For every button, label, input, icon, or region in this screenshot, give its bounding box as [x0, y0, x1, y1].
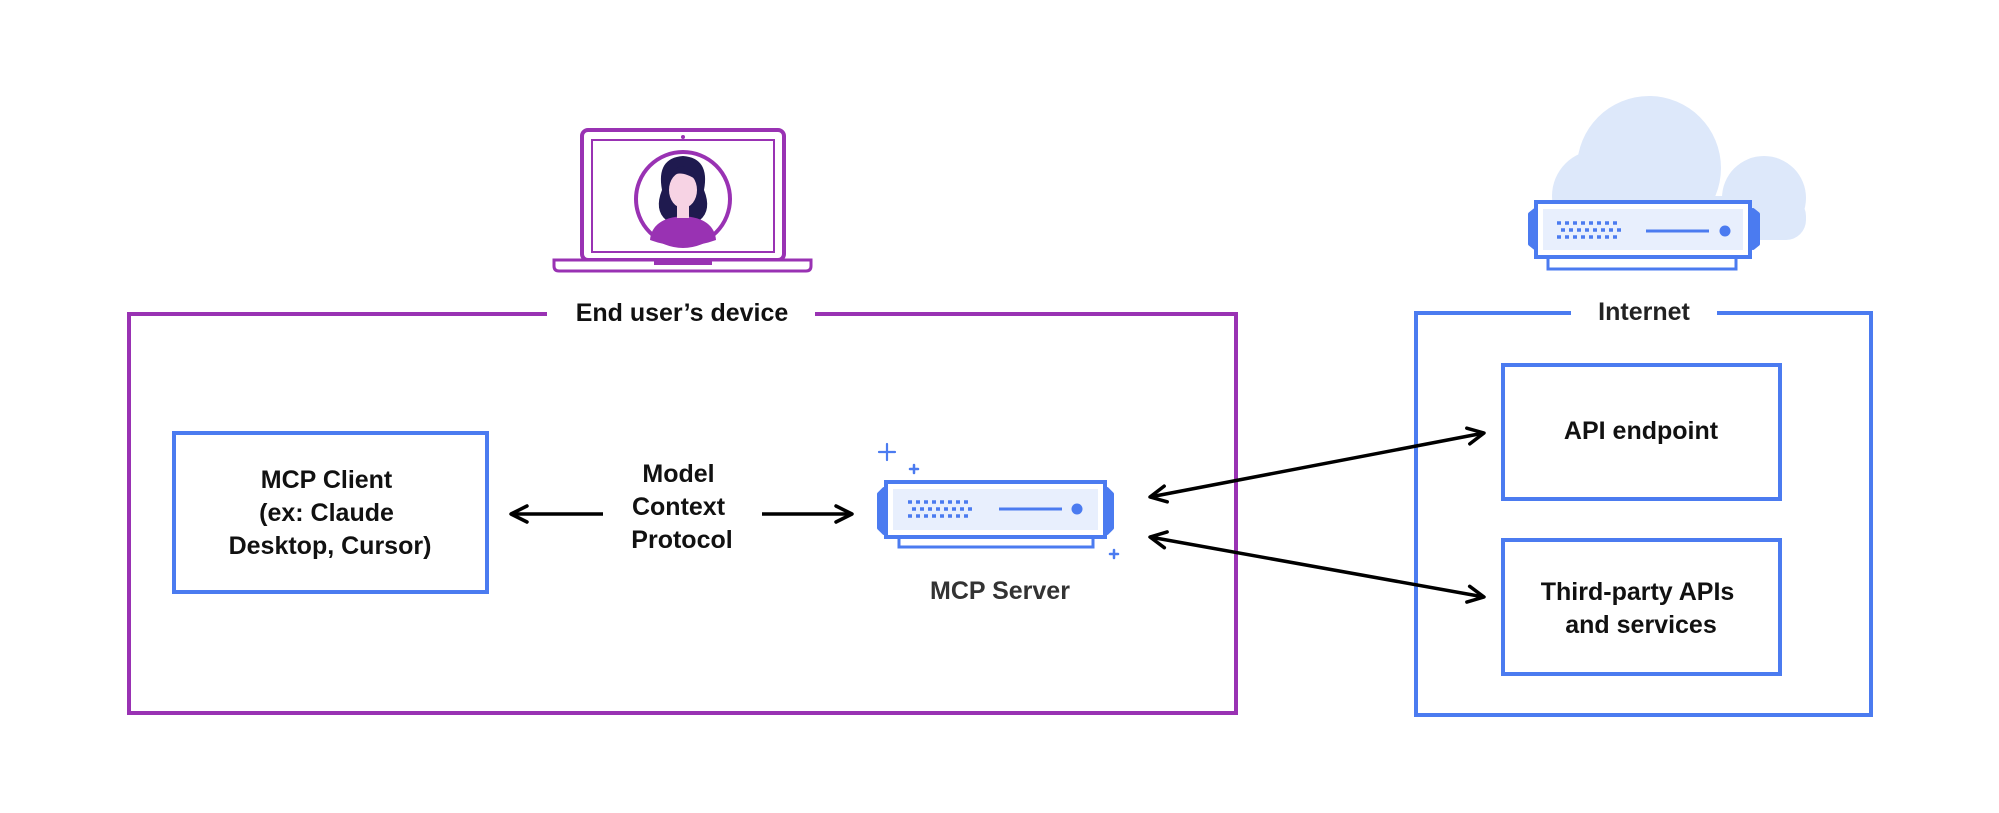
internet-label: Internet — [1598, 298, 1690, 326]
third-party-line-2: and services — [1565, 611, 1717, 639]
sparkle-icon — [877, 442, 1120, 560]
end-user-device-label-bg — [547, 296, 815, 332]
laptop-user-icon — [552, 128, 813, 273]
third-party-line-1: Third-party APIs — [1541, 578, 1735, 606]
mcp-server-label: MCP Server — [930, 577, 1070, 605]
arrow-server-third-party — [1148, 530, 1486, 604]
protocol-line-1: Model — [642, 460, 714, 488]
mcp-client-line-3: Desktop, Cursor) — [229, 532, 432, 560]
end-user-device-label: End user’s device — [576, 299, 789, 327]
protocol-line-3: Protocol — [631, 526, 732, 554]
mcp-client-line-1: MCP Client — [261, 466, 393, 494]
server-icon — [877, 480, 1114, 549]
mcp-client-line-2: (ex: Claude — [259, 499, 394, 527]
api-endpoint-label: API endpoint — [1564, 417, 1719, 445]
protocol-label: Model Context Protocol — [631, 460, 732, 554]
internet-label-bg — [1571, 295, 1717, 331]
mcp-client-label: MCP Client (ex: Claude Desktop, Cursor) — [229, 466, 432, 560]
protocol-line-2: Context — [632, 493, 726, 521]
third-party-box — [1501, 538, 1782, 676]
third-party-label: Third-party APIs and services — [1541, 578, 1742, 639]
api-endpoint-box — [1501, 363, 1782, 501]
arrow-server-api-endpoint — [1148, 426, 1486, 504]
user-avatar — [634, 150, 732, 248]
mcp-client-box — [172, 431, 489, 594]
cloud-server-icon — [1528, 96, 1806, 271]
